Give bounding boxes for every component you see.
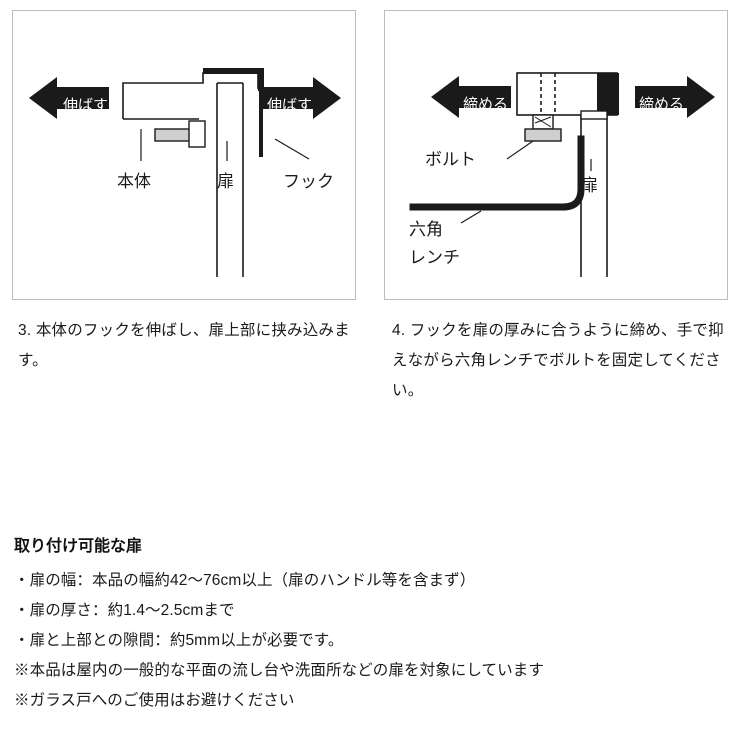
door-top: [580, 110, 608, 120]
spec-title: 取り付け可能な扉: [14, 538, 143, 555]
body-assembly-drawing: [122, 72, 259, 120]
panel-step4: 締める 締める: [384, 10, 728, 300]
leader-lines: [140, 129, 310, 161]
arrow-left-label: 伸ばす: [63, 97, 108, 114]
label-door: 扉: [581, 176, 598, 195]
caption-step3: 3. 本体のフックを伸ばし、扉上部に挟み込みます。: [18, 322, 350, 369]
slider-block: [154, 120, 206, 148]
body-cap: [597, 73, 619, 115]
arrow-left-label: 締める: [463, 96, 508, 113]
hex-wrench-icon: [409, 135, 585, 211]
bolt-block: [524, 114, 562, 142]
label-door: 扉: [217, 172, 234, 191]
panel-step3: 伸ばす 伸ばす: [12, 10, 356, 300]
door-drawing: [580, 115, 608, 277]
spec-note-indoor: ※本品は屋内の一般的な平面の流し台や洗面所などの扉を対象にしています: [14, 662, 544, 679]
diagram-step4: 締める 締める: [409, 72, 715, 277]
spec-line-gap: ・扉と上部との隙間：約5mm以上が必要です。: [14, 632, 344, 649]
arrow-right-label: 締める: [639, 96, 684, 113]
spec-block: 取り付け可能な扉 ・扉の幅：本品の幅約42〜76cm以上（扉のハンドル等を含まず…: [14, 532, 730, 716]
leader-lines: [460, 140, 592, 224]
arrow-left-tighten-icon: [431, 76, 511, 118]
arrow-right-label: 伸ばす: [267, 97, 312, 114]
spec-line-thickness: ・扉の厚さ：約1.4〜2.5cmまで: [14, 602, 235, 619]
arrow-right-tighten-icon: [635, 76, 715, 118]
arrow-right-extend-icon: [261, 77, 341, 119]
arrow-left-extend-icon: [29, 77, 109, 119]
label-wrench-line1: 六角: [409, 220, 443, 239]
label-wrench-line2: レンチ: [409, 248, 460, 267]
label-body: 本体: [117, 172, 151, 191]
label-hook: フック: [283, 172, 334, 191]
diagram-step3: 伸ばす 伸ばす: [29, 68, 341, 277]
caption-step4: 4. フックを扉の厚みに合うように締め、手で抑えながら六角レンチでボルトを固定し…: [392, 322, 724, 399]
spec-line-width: ・扉の幅：本品の幅約42〜76cm以上（扉のハンドル等を含まず）: [14, 572, 476, 589]
spec-note-glass: ※ガラス戸へのご使用はお避けください: [14, 692, 295, 709]
hook-rail: [203, 68, 264, 91]
label-bolt: ボルト: [425, 150, 476, 169]
door-drawing: [216, 82, 244, 277]
